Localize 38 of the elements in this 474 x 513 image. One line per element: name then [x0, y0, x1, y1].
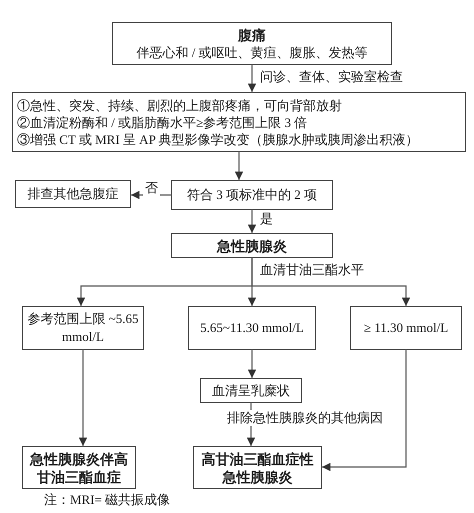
arrow	[78, 350, 88, 446]
box-text: ③增强 CT 或 MRI 呈 AP 典型影像学改变（胰腺水肿或胰周渗出积液）	[17, 130, 419, 148]
process-box	[200, 378, 302, 403]
process-box	[188, 306, 316, 350]
box-text: ①急性、突发、持续、剧烈的上腹部疼痛，可向背部放射	[17, 96, 342, 114]
arrow	[248, 210, 256, 233]
box-text: 排查其他急腹症	[28, 185, 118, 203]
arrow	[248, 350, 256, 378]
note-text: 注：MRI= 磁共振成像	[44, 492, 170, 508]
edge-label: 问诊、查体、实验室检查	[258, 69, 405, 85]
box-text: 符合 3 项标准中的 2 项	[187, 186, 317, 204]
arrow	[248, 65, 256, 92]
process-box	[12, 92, 466, 152]
process-box	[171, 233, 333, 258]
process-box	[171, 180, 333, 210]
box-text: 血清呈乳糜状	[212, 382, 290, 400]
edge-label: 是	[258, 211, 275, 227]
box-heading: 急性胰腺炎	[217, 236, 287, 254]
box-heading: 急性胰腺炎伴高甘油三酯血症	[28, 450, 129, 486]
process-box	[193, 446, 322, 489]
box-heading: 腹痛	[238, 26, 266, 44]
arrow	[322, 350, 407, 472]
process-box	[350, 306, 462, 350]
box-text: ②血清淀粉酶和 / 或脂肪酶水平≥参考范围上限 3 倍	[17, 114, 308, 130]
box-text: 伴恶心和 / 或呕吐、黄疸、腹胀、发热等	[136, 44, 368, 62]
process-box	[112, 22, 392, 65]
box-text: 5.65~11.30 mmol/L	[200, 319, 304, 337]
edge-label: 血清甘油三酯水平	[258, 262, 366, 278]
box-text: ≥ 11.30 mmol/L	[364, 319, 448, 337]
process-box	[15, 180, 131, 208]
box-text: 参考范围上限 ~5.65 mmol/L	[27, 310, 139, 346]
arrow	[131, 190, 171, 200]
edge-label: 排除急性胰腺炎的其他病因	[225, 410, 385, 426]
box-heading: 高甘油三酯血症性急性胰腺炎	[200, 450, 314, 486]
arrow	[251, 258, 410, 306]
edge-label: 否	[143, 180, 160, 196]
arrow	[234, 152, 244, 180]
process-box	[22, 446, 136, 489]
